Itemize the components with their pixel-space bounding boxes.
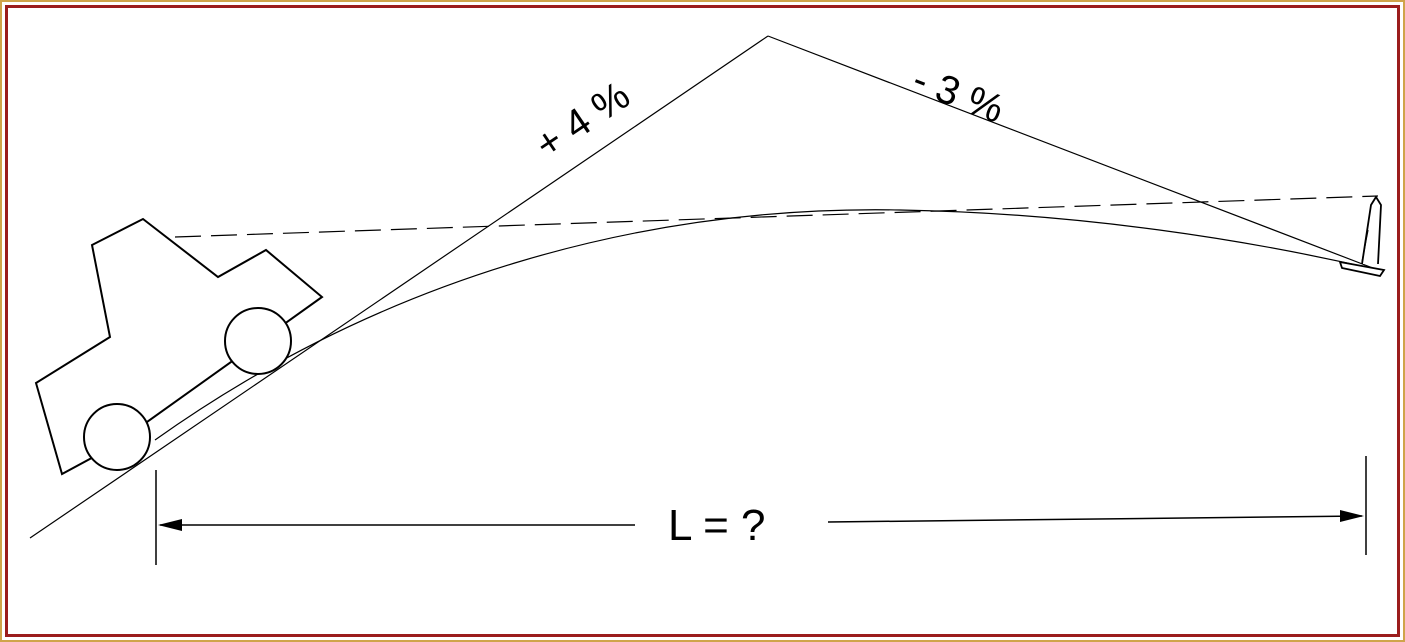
truck-rear-wheel: [83, 403, 151, 471]
upgrade-label: + 4 %: [527, 73, 637, 167]
length-label: L = ?: [668, 501, 765, 550]
upgrade-tangent-line: [29, 35, 769, 539]
dimension-arrow-left: [158, 519, 182, 531]
dimension-arrow-right: [1340, 510, 1364, 522]
target-object-icon: [1338, 195, 1386, 278]
truck-icon: [34, 217, 324, 476]
downgrade-label: - 3 %: [907, 57, 1010, 132]
sight-line-dashed: [174, 195, 1379, 238]
truck-front-wheel: [224, 307, 292, 375]
dimension-line-right: [827, 515, 1363, 523]
vertical-curve: [154, 209, 1379, 441]
downgrade-tangent-line: [767, 35, 1379, 271]
